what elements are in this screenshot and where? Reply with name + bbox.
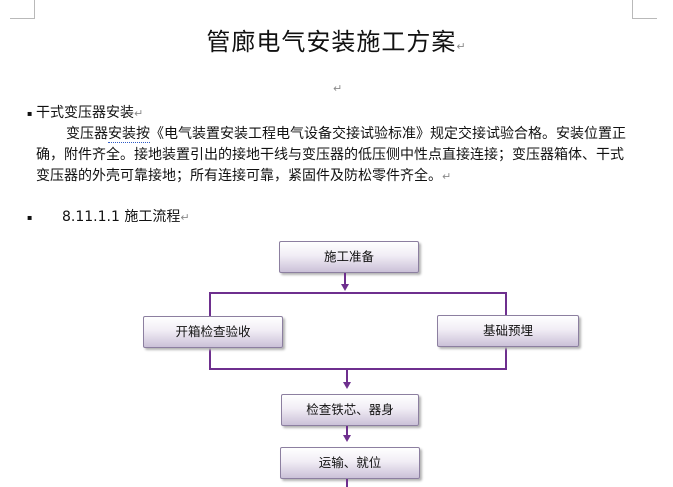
paragraph-text-rest: 《电气装置安装工程电气设备交接试验标准》规定交接试验合格。安装位置正确，附件齐全… [36,126,626,184]
arrow-down-icon [341,284,349,291]
flow-step-unpack-inspect[interactable]: 开箱检查验收 [143,316,283,348]
flow-step-transport[interactable]: 运输、就位 [280,447,420,479]
subsection-heading-text: 8.11.1.1 施工流程 [62,209,181,225]
paragraph-text-start: 变压器 [66,126,108,142]
flow-step-foundation[interactable]: 基础预埋 [437,315,579,347]
section-heading-text: 干式变压器安装 [36,105,134,121]
title-text: 管廊电气安装施工方案 [206,28,457,56]
empty-paragraph-mark: ↵ [333,82,343,95]
page-corner-mark-right [632,0,657,19]
flow-connector [344,273,346,285]
page-corner-mark-left [10,0,35,19]
paragraph-mark: ↵ [456,40,467,53]
flow-step-check-core[interactable]: 检查铁芯、器身 [281,394,419,426]
section-heading[interactable]: 干式变压器安装↵ [36,103,143,124]
flow-step-prepare[interactable]: 施工准备 [279,241,419,273]
paragraph-mark: ↵ [180,211,190,224]
bullet-icon: ▪ [27,213,33,222]
flow-connector [209,368,507,370]
paragraph-mark: ↵ [134,107,144,120]
flow-connector [346,479,348,487]
arrow-down-icon [343,382,351,389]
document-title: 管廊电气安装施工方案↵ [0,22,673,57]
section-paragraph[interactable]: 变压器安装按《电气装置安装工程电气设备交接试验标准》规定交接试验合格。安装位置正… [36,124,636,187]
bullet-icon: ▪ [27,109,33,118]
subsection-heading[interactable]: 8.11.1.1 施工流程↵ [62,207,190,228]
arrow-down-icon [343,435,351,442]
flow-connector [209,292,507,294]
flow-connector [346,426,348,436]
paragraph-mark: ↵ [442,170,452,183]
grammar-underlined-text: 安装按 [108,126,150,143]
flow-connector [346,368,348,383]
